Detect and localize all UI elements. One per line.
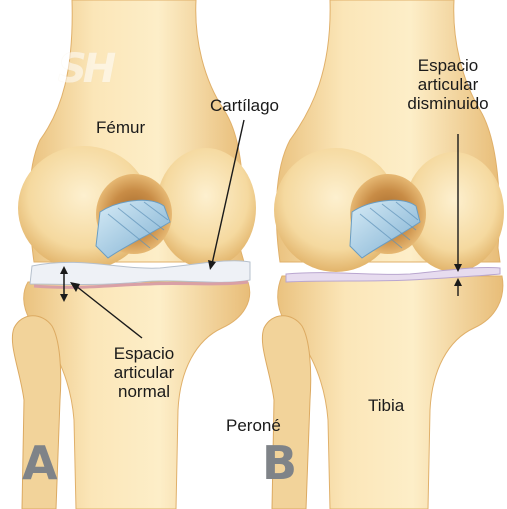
watermark-logo: SH — [58, 46, 112, 92]
panel-letter-a: A — [22, 440, 58, 486]
label-reduced-space-line-1: Espacio — [392, 56, 504, 75]
knee-normal-panel — [12, 0, 256, 509]
label-fibula: Peroné — [226, 416, 281, 435]
label-reduced-space: Espacio articular disminuido — [392, 56, 504, 113]
panel-letter-b: B — [262, 440, 297, 486]
label-reduced-space-line-3: disminuido — [392, 94, 504, 113]
label-tibia: Tibia — [368, 396, 404, 415]
label-normal-space-line-2: articular — [96, 363, 192, 382]
label-normal-space-line-3: normal — [96, 382, 192, 401]
label-femur: Fémur — [96, 118, 145, 137]
label-normal-space: Espacio articular normal — [96, 344, 192, 401]
tibia-bone-b — [278, 276, 503, 509]
label-cartilage: Cartílago — [210, 96, 279, 115]
label-normal-space-line-1: Espacio — [96, 344, 192, 363]
label-reduced-space-line-2: articular — [392, 75, 504, 94]
